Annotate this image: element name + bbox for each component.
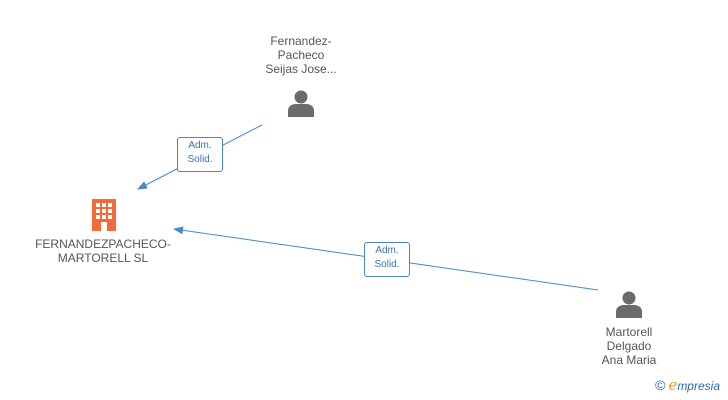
edge-label-2-line-2: Solid. (374, 259, 400, 270)
empresia-logo-initial: e (668, 376, 678, 394)
person1-label-line-3: Seijas Jose... (265, 62, 337, 76)
company-label-line-2: MARTORELL SL (57, 251, 149, 265)
person2-label-line-1: Martorell (605, 325, 653, 339)
person1-label-line-1: Fernandez- (270, 34, 332, 48)
edge-label-1-line-2: Solid. (187, 154, 213, 165)
person-icon (616, 291, 642, 318)
person2-label[interactable]: Martorell Delgado Ana Maria (571, 325, 687, 367)
edge-label-adm-solid-1[interactable]: Adm. Solid. (177, 137, 223, 172)
copyright-icon: © (655, 377, 666, 393)
company-node[interactable] (88, 197, 120, 233)
person2-node[interactable] (615, 290, 643, 318)
empresia-logo-text: mpresia (677, 379, 720, 393)
person1-label-line-2: Pacheco (277, 48, 325, 62)
building-icon (92, 199, 116, 231)
person2-label-line-2: Delgado (606, 339, 652, 353)
company-label[interactable]: FERNANDEZPACHECO- MARTORELL SL (23, 237, 183, 265)
edge-label-2-line-1: Adm. (375, 245, 399, 256)
person1-node[interactable] (287, 89, 315, 117)
edge-label-1-line-1: Adm. (188, 140, 212, 151)
empresia-watermark: ©empresia (655, 376, 720, 394)
person2-label-line-3: Ana Maria (601, 353, 657, 367)
person-icon (288, 90, 314, 117)
person1-label[interactable]: Fernandez- Pacheco Seijas Jose... (236, 34, 366, 76)
company-label-line-1: FERNANDEZPACHECO- (35, 237, 171, 251)
edge-label-adm-solid-2[interactable]: Adm. Solid. (364, 242, 410, 277)
